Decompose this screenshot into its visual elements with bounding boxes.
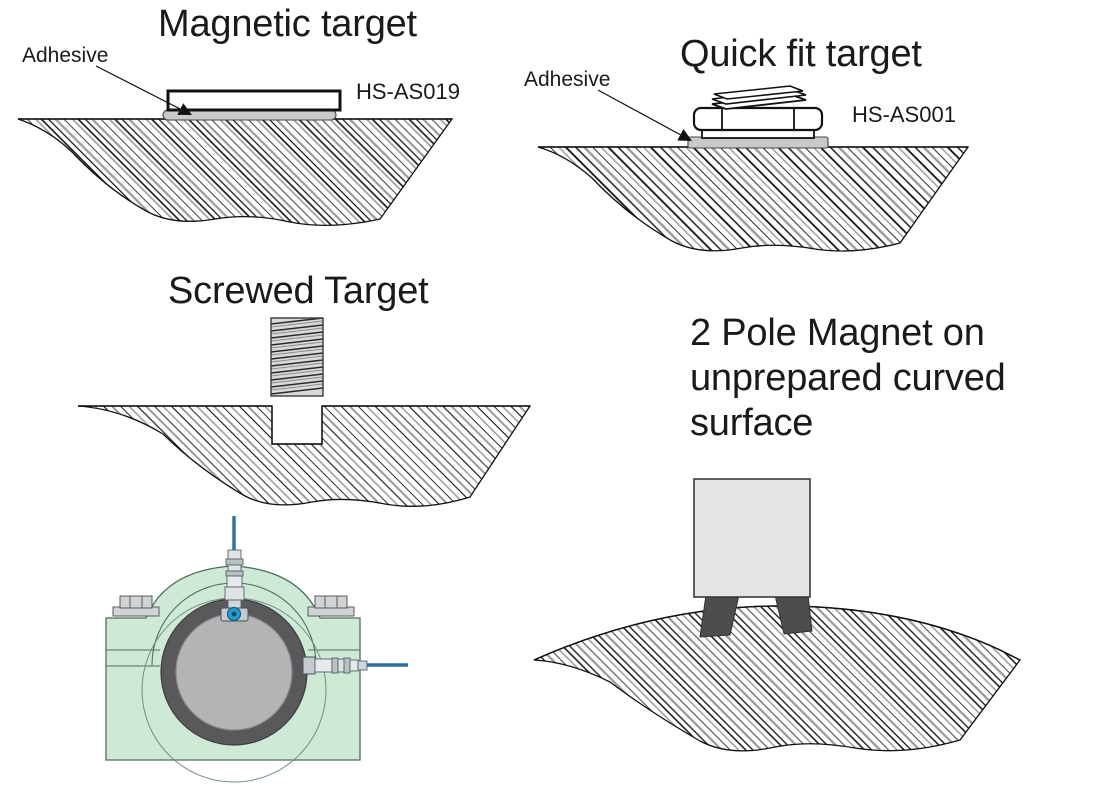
panel-two-pole-magnet: [533, 478, 1021, 752]
part-number-magnetic-target: HS-AS019: [356, 79, 460, 104]
callout-label-adhesive-quickfit: Adhesive: [524, 68, 611, 91]
panel-screwed-target: [77, 317, 532, 507]
threaded-stud: [270, 317, 324, 397]
quickfit-hex-nut: [692, 106, 824, 132]
panel-title-magnetic-target: Magnetic target: [158, 3, 417, 45]
panel-title-screwed-target: Screwed Target: [168, 270, 429, 312]
panel-quick-fit-target: [537, 85, 970, 252]
substrate-curved: [533, 605, 1021, 752]
part-number-quick-fit-target: HS-AS001: [852, 102, 956, 127]
substrate-quickfit: [537, 146, 970, 252]
substrate-screwed: [77, 405, 532, 507]
magnetic-target-body: [166, 89, 342, 112]
cap-bolt-left: [112, 595, 160, 617]
leader-line-adhesive-magnetic: [95, 65, 192, 116]
panel-magnetic-target: [17, 65, 454, 227]
bearing-housing-assembly: [105, 516, 408, 783]
bearing-bore: [175, 613, 293, 731]
sensor-top-vertical: [220, 516, 249, 622]
leader-line-adhesive-quickfit: [597, 89, 692, 142]
panel-title-quick-fit-target: Quick fit target: [680, 33, 922, 75]
panel-title-two-pole-magnet: 2 Pole Magnet on unprepared curved surfa…: [690, 312, 1006, 444]
sensor-right-horizontal: [302, 656, 408, 675]
callout-label-adhesive-magnetic: Adhesive: [22, 44, 109, 67]
magnet-body: [693, 478, 811, 598]
cap-bolt-right: [307, 595, 355, 617]
substrate-magnetic: [17, 118, 454, 227]
quickfit-reflective-cap: [711, 85, 807, 110]
